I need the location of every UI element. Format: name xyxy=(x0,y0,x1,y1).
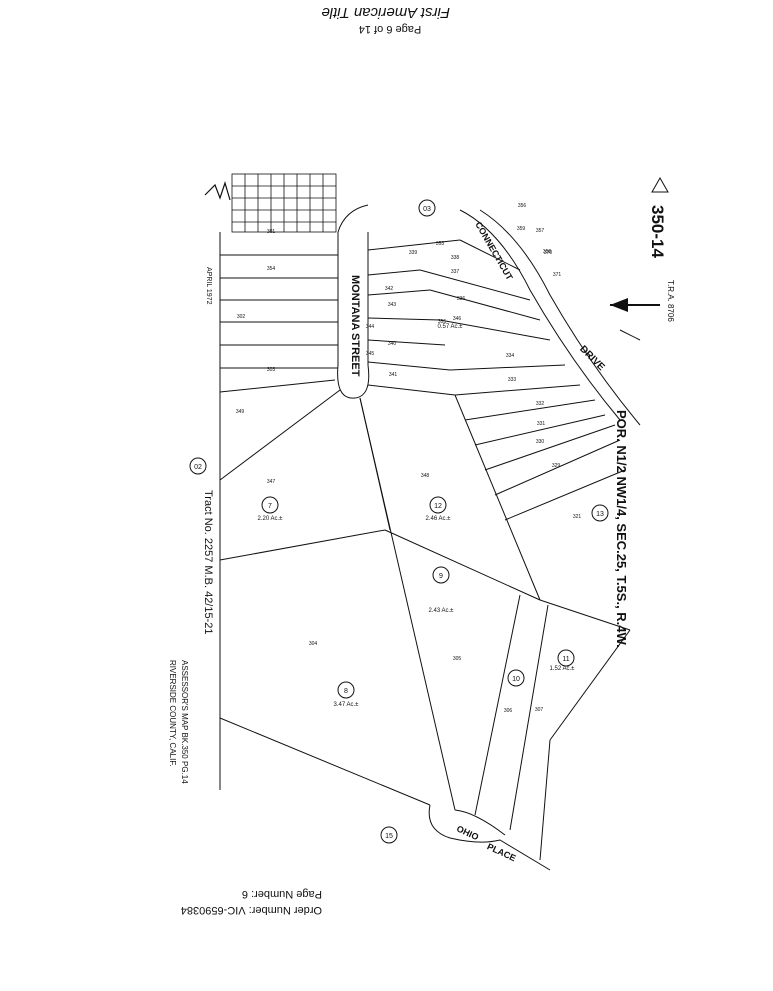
scale-mark-icon xyxy=(204,180,231,201)
parcel-label: 355 xyxy=(438,319,447,325)
parcel-label: 346 xyxy=(453,316,462,322)
street-drive: DRIVE xyxy=(577,344,607,374)
parcel-label: 307 xyxy=(535,707,544,713)
footer-order-number: Order Number: VIC-6590384 xyxy=(180,904,322,916)
parcel-label: 306 xyxy=(504,708,513,714)
parcel-label: 341 xyxy=(389,372,398,378)
parcel-label: 321 xyxy=(573,514,582,520)
parcel-label: 339 xyxy=(409,250,418,256)
circled-number: 02 xyxy=(189,457,207,475)
parcel-label: 358 xyxy=(543,249,552,255)
parcel-label: 348 xyxy=(421,473,430,479)
svg-text:7: 7 xyxy=(268,503,272,510)
parcel-label: 332 xyxy=(536,401,545,407)
parcel-label: 301 xyxy=(267,229,276,235)
parcel-label: 345 xyxy=(366,351,375,357)
map-assessor-ref: ASSESSOR'S MAP BK.350 PG.14 xyxy=(180,660,189,784)
svg-text:9: 9 xyxy=(439,573,443,580)
map-book-page: 350-14 xyxy=(648,205,667,258)
acreage-label: 2.20 Ac.± xyxy=(258,516,284,522)
acreage-label: 2.46 Ac.± xyxy=(426,516,452,522)
parcel-label: 334 xyxy=(506,353,515,359)
circled-number: 11 xyxy=(557,649,575,667)
svg-text:13: 13 xyxy=(596,511,604,518)
svg-text:03: 03 xyxy=(423,206,431,213)
parcel-label: 354 xyxy=(267,266,276,272)
acreage-label: 3.47 Ac.± xyxy=(334,702,360,708)
parcel-label: 304 xyxy=(309,641,318,647)
svg-text:11: 11 xyxy=(562,656,569,663)
parcel-label: 356 xyxy=(518,203,527,209)
parcel-label: 333 xyxy=(508,377,517,383)
circled-number: 03 xyxy=(418,199,436,217)
parcel-label: 330 xyxy=(536,439,545,445)
street-montana: MONTANA STREET xyxy=(349,275,361,377)
parcel-label: 371 xyxy=(553,272,562,278)
map-tra: T.R.A. 8706 xyxy=(666,280,675,322)
street-connecticut: CONNECTICUT xyxy=(473,220,515,282)
circled-number: 12 xyxy=(429,496,447,514)
circled-number: 15 xyxy=(380,826,398,844)
svg-text:15: 15 xyxy=(385,833,393,840)
acreage-labels: 2.20 Ac.± 2.46 Ac.± 2.43 Ac.± 3.47 Ac.± 1.52… xyxy=(258,324,576,708)
parcel-label: 336 xyxy=(457,296,466,302)
street-place: PLACE xyxy=(486,841,518,863)
svg-text:12: 12 xyxy=(434,503,442,510)
parcel-label: 331 xyxy=(537,421,546,427)
parcel-label: 329 xyxy=(552,463,561,469)
parcel-label: 353 xyxy=(436,241,445,247)
parcel-label: 302 xyxy=(237,314,246,320)
circled-number: 7 xyxy=(261,496,279,514)
acreage-label: 1.52 Ac.± xyxy=(550,666,576,672)
parcel-label: 342 xyxy=(385,286,394,292)
footer-page-number: Page Number: 6 xyxy=(241,888,322,900)
map-section-title: POR. N1/2 NW1/4, SEC.25, T.5S., R.4W. xyxy=(614,410,629,648)
circled-number: 9 xyxy=(432,566,450,584)
parcel-label: 370 xyxy=(544,250,553,256)
parcel-label: 347 xyxy=(267,479,276,485)
parcel-label: 303 xyxy=(267,367,276,373)
circled-lot-numbers: 03 13 02 15 11 10 9 8 7 12 xyxy=(189,199,609,844)
acreage-label: 0.57 Ac.± xyxy=(438,324,464,330)
parcel-label: 337 xyxy=(451,269,460,275)
circled-number: 8 xyxy=(337,681,355,699)
circled-number: 10 xyxy=(507,669,525,687)
acreage-label: 2.43 Ac.± xyxy=(429,608,455,614)
parcel-label: 357 xyxy=(536,228,545,234)
parcel-boundaries xyxy=(219,204,641,871)
parcel-number-labels: 301 302 303 304 305 306 307 321 329 330 331 332 333 3… xyxy=(236,203,582,714)
svg-text:8: 8 xyxy=(344,688,348,695)
parcel-label: 338 xyxy=(451,255,460,261)
parcel-label: 359 xyxy=(517,226,526,232)
map-date: APRIL 1972 xyxy=(205,267,212,305)
north-arrow-icon xyxy=(610,298,660,341)
svg-text:10: 10 xyxy=(512,676,520,683)
legend-grid xyxy=(231,173,337,233)
parcel-label: 343 xyxy=(388,302,397,308)
map-tract: Tract No. 2257 M.B. 42/15-21 xyxy=(202,490,214,635)
parcel-label: 305 xyxy=(453,656,462,662)
circled-number: 13 xyxy=(591,504,609,522)
svg-text:02: 02 xyxy=(194,464,202,471)
parcel-label: 344 xyxy=(366,324,375,330)
map-county: RIVERSIDE COUNTY, CALIF. xyxy=(168,660,177,767)
parcel-label: 349 xyxy=(236,409,245,415)
parcel-label: 340 xyxy=(388,341,397,347)
north-triangle-icon xyxy=(651,176,669,193)
